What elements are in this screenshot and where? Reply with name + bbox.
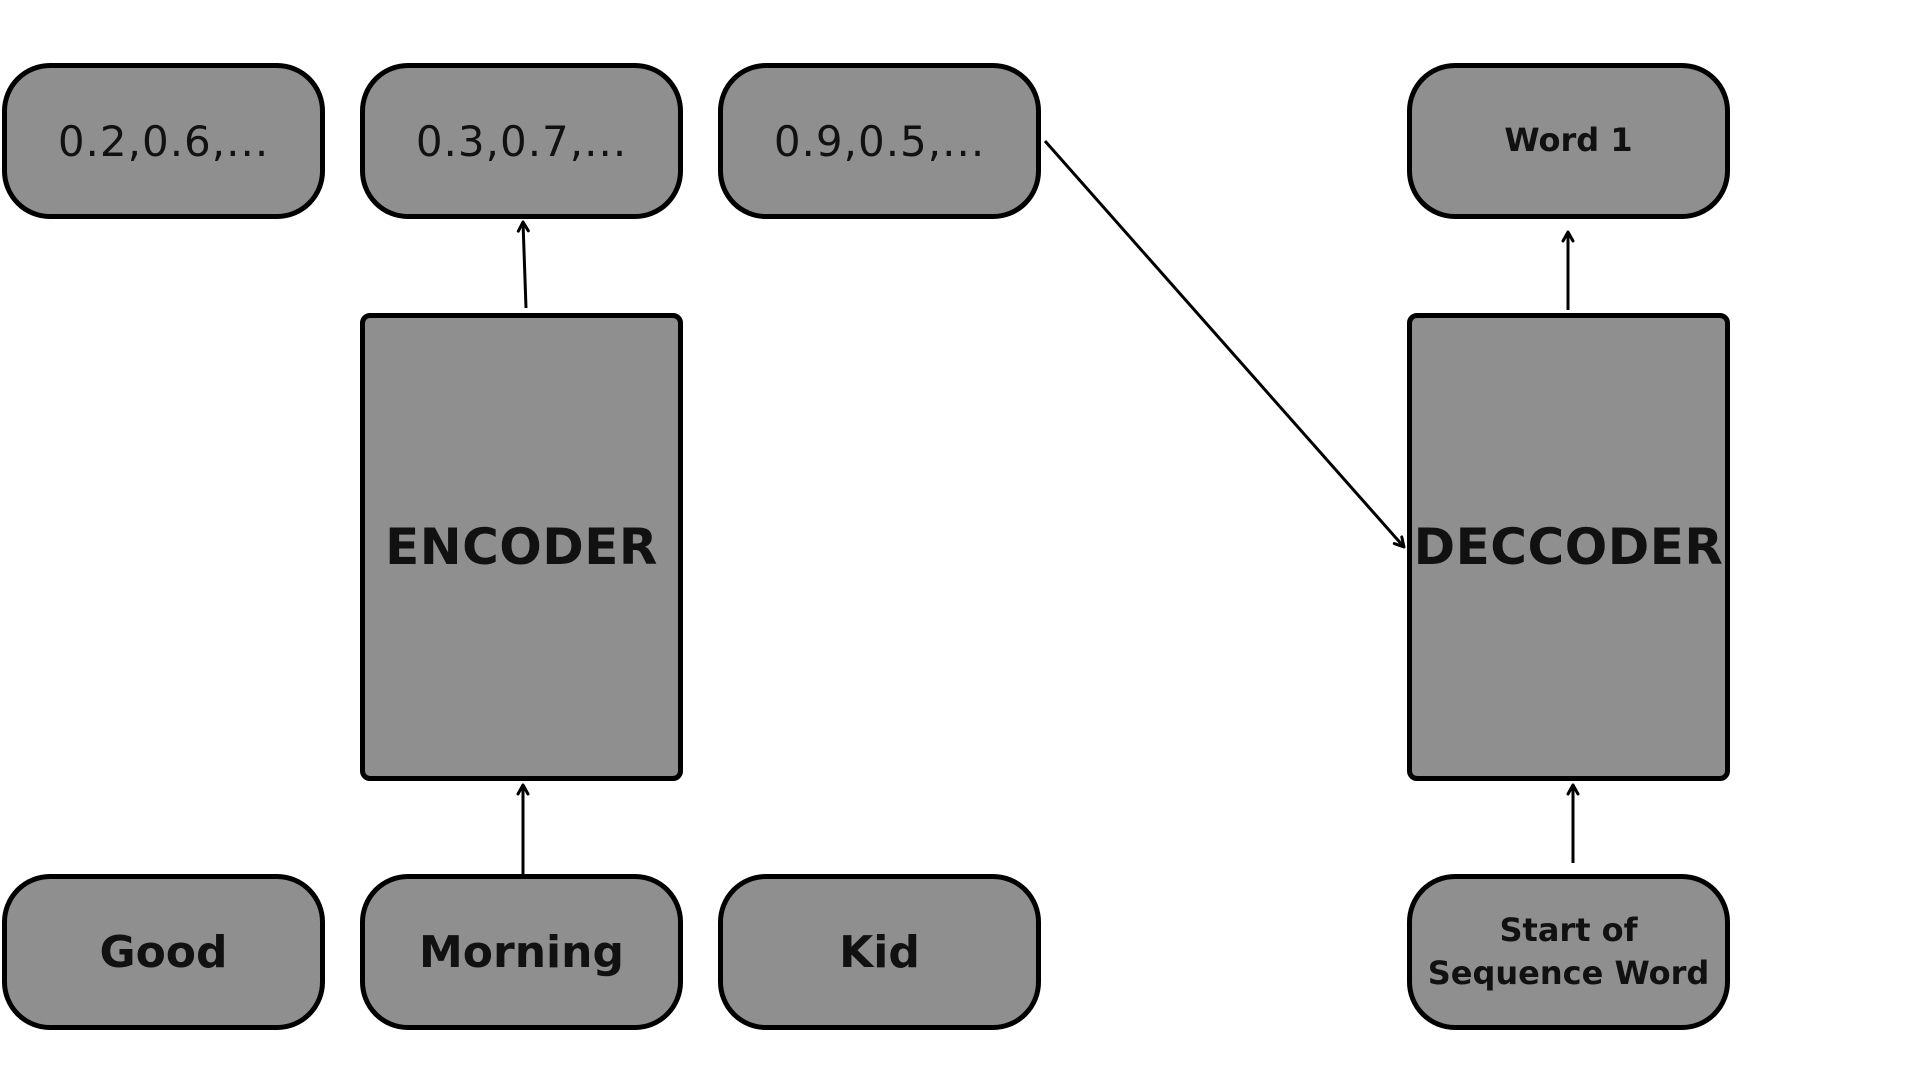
decoder-output-node: Word 1 xyxy=(1407,63,1730,219)
vector-node-2: 0.3,0.7,... xyxy=(360,63,683,219)
vector-node-1: 0.2,0.6,... xyxy=(2,63,325,219)
vector-node-1-label: 0.2,0.6,... xyxy=(57,116,270,166)
decoder-block: DECCODER xyxy=(1407,313,1730,781)
decoder-input-node: Start of Sequence Word xyxy=(1407,874,1730,1030)
decoder-output-label: Word 1 xyxy=(1504,121,1633,160)
input-node-2-label: Morning xyxy=(419,926,624,978)
decoder-label: DECCODER xyxy=(1413,518,1724,576)
vector-node-3: 0.9,0.5,... xyxy=(718,63,1041,219)
input-node-1: Good xyxy=(2,874,325,1030)
encoder-label: ENCODER xyxy=(385,518,658,576)
encoder-block: ENCODER xyxy=(360,313,683,781)
decoder-input-label-line2: Sequence Word xyxy=(1427,954,1710,992)
input-node-2: Morning xyxy=(360,874,683,1030)
vector-node-3-label: 0.9,0.5,... xyxy=(773,116,986,166)
vector-node-2-label: 0.3,0.7,... xyxy=(415,116,628,166)
input-node-1-label: Good xyxy=(99,926,228,978)
input-node-3-label: Kid xyxy=(839,926,920,978)
encoder-to-vector-arrow xyxy=(516,220,530,309)
context-vector-to-decoder-arrow xyxy=(1043,140,1406,549)
decoder-input-label-line1: Start of xyxy=(1499,910,1638,949)
input-node-3: Kid xyxy=(718,874,1041,1030)
